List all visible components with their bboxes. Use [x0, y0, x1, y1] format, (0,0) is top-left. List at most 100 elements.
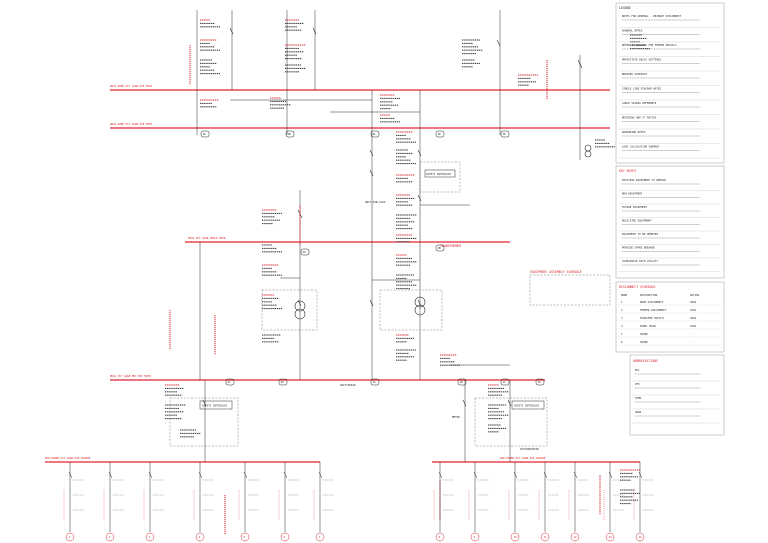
feeder-circle-12 [605, 532, 615, 542]
bus-note-2: SWITCHGEAR [340, 383, 356, 387]
feeder-circle-7 [435, 532, 445, 542]
legend-rows-6: CABLE SIZING REFERENCE [622, 101, 657, 105]
dashed-enclosures [169, 161, 611, 447]
schedule-cell-1-2: 225A [690, 308, 697, 312]
key-rows-4: EQUIPMENT TO BE REMOVED [622, 232, 658, 236]
feeder-circle-6 [315, 532, 325, 542]
feeder-circle-label-2: 3 [149, 535, 151, 539]
key-notes-panel: KEY NOTES EXISTING EQUIPMENT TO REMAINNE… [615, 165, 725, 279]
schedule-cell-2-2: 400A [690, 316, 697, 320]
bus-node-8 [278, 378, 288, 386]
feeder-circle-5 [280, 532, 290, 542]
schedule-cell-1-0: 2 [621, 308, 623, 312]
bus-label-5: PUN POWER PCT 3A&B PVE CRAUNE [45, 456, 91, 460]
interlock-boxes: SAFETY INTERLOCK SAFETY INTERLOCK SAFETY… [199, 169, 545, 410]
schedule-panel: DISCONNECT SCHEDULE MARK DESCRIPTION RAT… [615, 281, 725, 353]
bus-label-4: PRGS PCT 4A&B MEZ PVE MVPR [110, 374, 151, 378]
bus-node-3 [435, 130, 445, 138]
feeder-circle-label-9: 10 [514, 535, 518, 539]
bus-node-7 [225, 378, 235, 386]
center-note-3: METER [452, 415, 460, 419]
bus-node-11 [500, 378, 510, 386]
bus-node-9 [370, 378, 380, 386]
equipment-annotations [165, 19, 650, 535]
schedule-cell-3-1: PANEL MAIN [640, 324, 656, 328]
bus-node-0 [200, 130, 210, 138]
legend-rows-7: METERING AND CT RATIOS [622, 116, 657, 120]
schedule-cell-4-0: 5 [621, 332, 623, 336]
feeder-circle-label-1: 2 [109, 535, 111, 539]
schedule-cell-2-0: 3 [621, 316, 623, 320]
bus-node-label-10: 1B [460, 380, 464, 384]
feeder-circle-label-4: 5 [244, 535, 246, 539]
feeder-circle-13 [635, 532, 645, 542]
schedule-header-1: MARK [621, 293, 628, 297]
center-note-1: EQUIPMENT ASSEMBLY SCHEDULE [530, 270, 582, 274]
legend-rows-2: REFER TO DRAWING FOR FEEDER DETAILS [622, 43, 677, 47]
schedule-cell-5-2: - [690, 341, 692, 344]
bus-label-1: PRGS WARE PCT 1A&B PVE MVCR [110, 84, 153, 88]
legend-title: LEGEND [619, 6, 631, 10]
abbr-rows-3: SWGR [635, 410, 642, 414]
feeder-circle-2 [145, 532, 155, 542]
bus-node-5 [300, 248, 310, 256]
bus-bars: PRGS WARE PCT 1A&B PVE MVCR PRGS WARE PC… [45, 84, 640, 463]
key-rows-2: FUTURE EQUIPMENT [622, 205, 647, 209]
feeder-circle-label-12: 13 [609, 535, 613, 539]
feeder-circle-label-10: 11 [544, 535, 548, 539]
legend-rows-8: GROUNDING NOTES [622, 130, 646, 134]
interlock-label-3: SAFETY INTERLOCK [426, 172, 451, 176]
feeder-circle-9 [510, 532, 520, 542]
abbreviations-title: ABBREVIATIONS [633, 359, 658, 363]
abbr-rows-2: XFMR [635, 396, 642, 400]
interlock-label-1: SAFETY INTERLOCK [202, 404, 227, 408]
schedule-cell-5-1: SPARE [640, 340, 648, 344]
bus-label-6: PUN POWER PCT 3A&B PVE CRAUNE [500, 456, 546, 460]
feeder-circle-label-11: 12 [574, 535, 578, 539]
bus-node-1 [285, 130, 295, 138]
bus-node-label-12: 1D [538, 380, 542, 384]
key-rows-0: EXISTING EQUIPMENT TO REMAIN [622, 178, 666, 182]
schedule-cell-0-2: 400A [690, 300, 697, 304]
bus-node-label-3: 3D [438, 132, 442, 136]
feeder-circle-label-13: 14 [639, 535, 643, 539]
feeder-circle-label-0: 1 [69, 535, 71, 539]
incoming-feeders [196, 10, 581, 462]
abbr-rows-1: VFD [635, 382, 640, 386]
bus-node-label-4: 3E [503, 132, 507, 136]
schedule-header-3: RATING [690, 293, 700, 297]
feeder-circle-label-6: 7 [319, 535, 321, 539]
bus-node-label-8: 2D [281, 380, 285, 384]
bus-node-label-1: 3B [288, 132, 292, 136]
feeder-circle-3 [195, 532, 205, 542]
feeder-circle-label-5: 6 [284, 535, 286, 539]
schedule-cell-4-1: SPARE [640, 332, 648, 336]
bus-node-label-5: 2A [303, 250, 307, 254]
feeder-circle-1 [105, 532, 115, 542]
key-rows-3: RELOCATED EQUIPMENT [622, 219, 652, 223]
bus-node-label-0: 3A [203, 132, 207, 136]
schedule-cell-0-1: MAIN DISCONNECT [640, 300, 664, 304]
legend-rows-0: NOTES FOR GENERAL - PRIMARY DISCONNECT [622, 14, 682, 18]
bus-label-2: PRGS WARE PCT 2A&B PVE MVCR [110, 122, 153, 126]
bus-node-label-11: 1C [503, 380, 507, 384]
center-note-2: UNIT SUB-LOAD [365, 200, 386, 204]
bus-note-1: TRANSFORMER [440, 244, 461, 248]
bus-node-6 [435, 244, 445, 252]
bus-note-3: DISTRIBUTION [520, 447, 539, 451]
feeder-circle-label-8: 9 [474, 535, 476, 539]
feeder-circle-label-7: 8 [439, 535, 441, 539]
legend-rows-4: BREAKER SCHEDULE [622, 72, 647, 76]
schedule-cell-3-2: 100A [690, 324, 697, 328]
bus-label-3: PRGS PCT 4A&B PROLE MVPR [188, 236, 226, 240]
key-rows-5: PROVIDE SPARE BREAKER [622, 246, 655, 250]
legend-rows-3: PROTECTIVE RELAY SETTINGS [622, 58, 661, 62]
bus-node-12 [535, 378, 545, 386]
feeder-circle-4 [240, 532, 250, 542]
schedule-title: DISCONNECT SCHEDULE [619, 285, 656, 289]
bus-node-label-7: 2C [228, 380, 232, 384]
bus-node-label-2: 3C [373, 132, 377, 136]
legend-panel: LEGEND NOTES FOR GENERAL - PRIMARY DISCO… [615, 2, 725, 164]
